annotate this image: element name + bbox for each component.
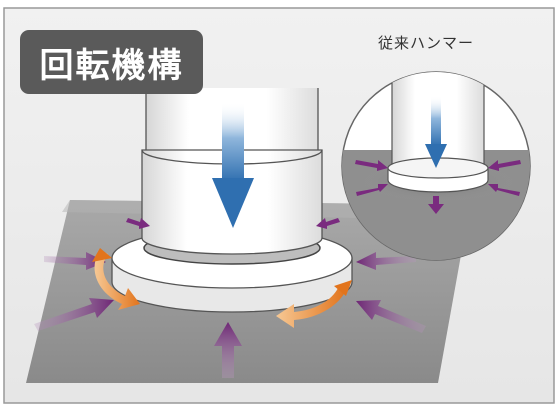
title-badge: 回転機構 [20,30,203,94]
inset-conventional-hammer [341,71,531,261]
pressure-arrow-icon [44,252,106,270]
inset-impact-down-arrow-icon [425,96,447,168]
pressure-arrow-icon [316,218,340,229]
pressure-arrow-icon [356,300,426,333]
pressure-arrows [34,218,426,378]
inset-label: 従来ハンマー [378,34,475,52]
pressure-arrow-icon [34,298,114,331]
rotation-curved-arrow-icon [92,248,140,310]
pressure-arrow-icon [356,252,416,270]
rotation-arrows [92,248,352,328]
rotation-curved-arrow-icon [276,280,352,328]
pressure-arrow-icon [126,218,150,229]
pressure-arrow-icon [214,322,242,378]
diagram-title: 回転機構 [39,45,184,86]
inset-pressure-arrows [355,160,521,214]
impact-down-arrow-icon [212,102,254,228]
